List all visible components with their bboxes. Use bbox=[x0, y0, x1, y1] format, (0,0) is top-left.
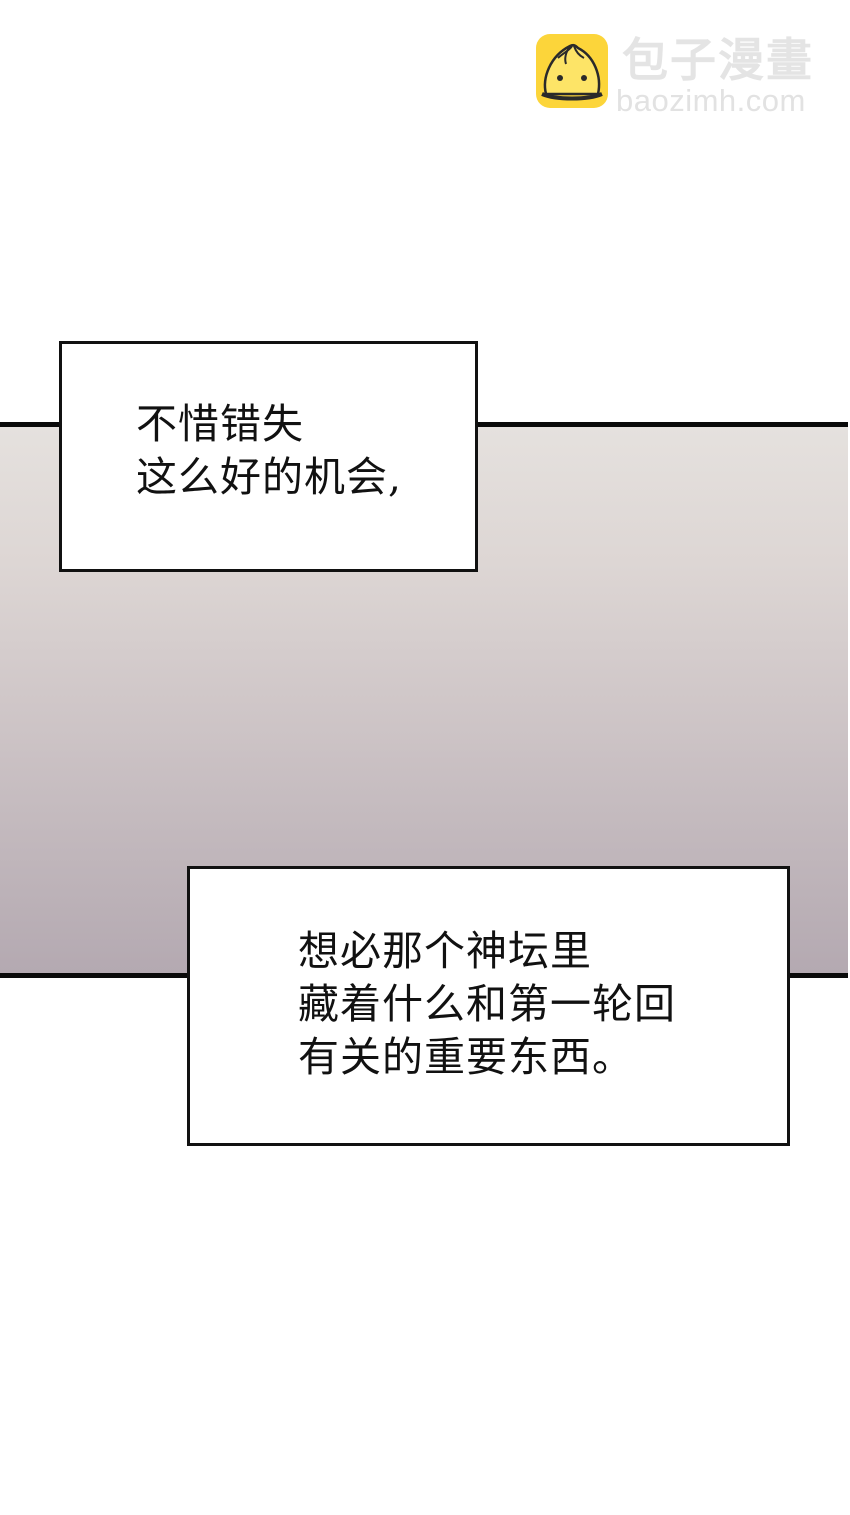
watermark-title: 包子漫畫 bbox=[622, 33, 814, 87]
caption-text-2: 想必那个神坛里 藏着什么和第一轮回 有关的重要东西。 bbox=[298, 927, 676, 1081]
caption-box-1: 不惜错失 这么好的机会, bbox=[59, 341, 478, 572]
steamed-bun-mascot-icon bbox=[536, 34, 608, 108]
caption-box-2: 想必那个神坛里 藏着什么和第一轮回 有关的重要东西。 bbox=[187, 866, 790, 1146]
watermark: 包子漫畫 baozimh.com bbox=[536, 33, 826, 118]
caption-text-1: 不惜错失 这么好的机会, bbox=[136, 400, 403, 501]
watermark-url: baozimh.com bbox=[616, 83, 806, 118]
